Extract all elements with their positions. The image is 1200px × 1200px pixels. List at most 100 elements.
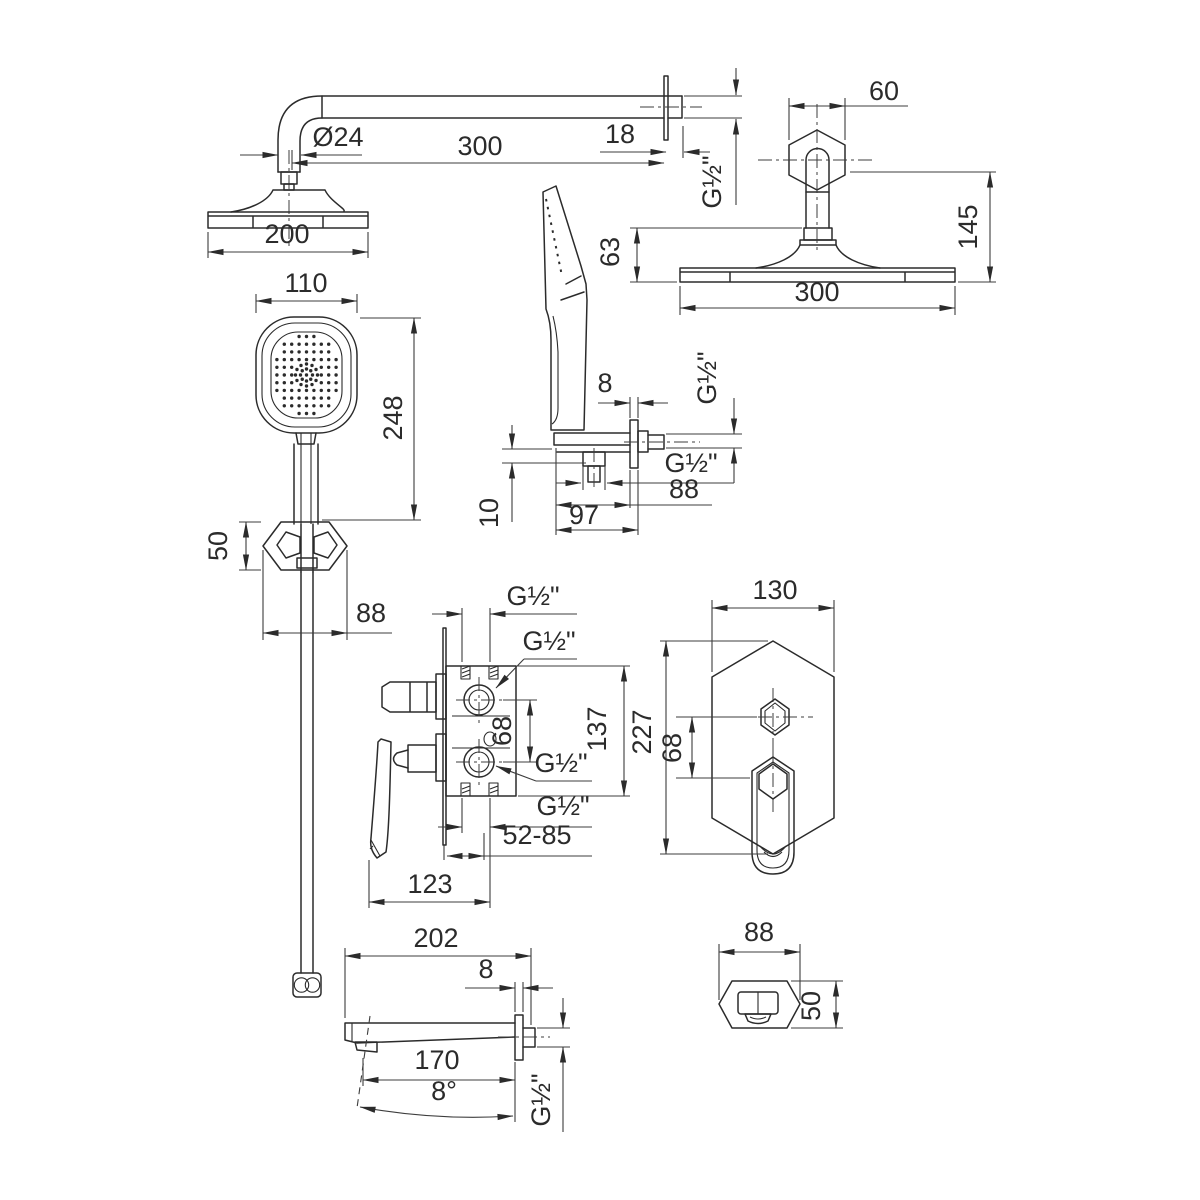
spray-hole [282,388,286,393]
dim-label-mix-g12-out: G½" [536,791,589,821]
spray-hole [327,350,331,354]
spray-hole [312,334,316,339]
spray-hole [299,382,303,387]
spray-hole [334,388,338,393]
dim-label-dia24: Ø24 [312,122,363,152]
spray-hole [319,357,323,362]
spray-hole [327,396,331,400]
spray-hole [290,373,294,377]
dim-label-head-200: 200 [264,219,309,249]
dim-label-hand-248: 248 [378,395,408,440]
spray-hole [327,404,331,408]
dim-label-outlet-50: 50 [796,991,826,1021]
spray-hole [327,357,331,362]
view-wall-outlet-front [718,944,843,1029]
spray-hole [275,381,279,385]
spray-hole [319,396,323,400]
dim-label-mix-g12-top: G½" [506,581,559,611]
view-hand-shower-front [239,294,421,998]
dim-label-spout-g12: G½" [526,1073,556,1126]
spray-hole [334,373,338,377]
dim-label-spout-170: 170 [414,1045,459,1075]
spray-hole [297,388,301,393]
spray-hole [297,350,301,354]
dim-label-plate-130: 130 [752,575,797,605]
dim-label-holder-8: 8 [597,368,612,398]
spray-hole [312,388,316,393]
dim-label-bracket-88: 88 [356,598,386,628]
spray-hole [290,357,294,362]
spray-hole [327,381,331,385]
thread-hatch [460,665,499,797]
dim-label-holder-g12-a: G½" [692,351,722,404]
spray-hole [300,377,304,381]
view-rain-shower-side [207,68,742,258]
spray-hole [290,342,294,346]
spray-hole [282,357,286,362]
dim-label-mix-g12-low: G½" [534,748,587,778]
spray-holes [275,334,338,416]
dim-label-front-300: 300 [794,277,839,307]
spray-hole [304,396,309,400]
dim-label-plate-227: 227 [627,709,657,754]
spray-hole [312,342,316,346]
spray-hole [290,365,294,369]
spray-hole [282,404,286,408]
dim-label-mix-137: 137 [582,706,612,751]
spray-hole [304,362,309,366]
spray-hole [319,350,323,354]
spray-hole [319,404,323,408]
spray-hole [309,369,313,373]
dim-label-front-63: 63 [595,237,625,267]
spray-hole [310,373,315,377]
spray-hole [327,342,331,346]
dim-label-holder-97: 97 [569,500,599,530]
spray-hole [304,367,309,371]
spray-hole [298,373,303,377]
spray-hole [299,363,303,368]
view-spout-side [344,948,570,1132]
spray-hole [319,373,323,377]
spray-hole [304,384,309,388]
dim-label-holder-88: 88 [669,474,699,504]
spray-hole [282,381,286,385]
spray-hole [310,382,314,387]
spray-hole [297,342,301,346]
spray-hole [334,381,338,385]
spray-hole [297,334,301,339]
spray-hole [319,342,323,346]
spray-hole [312,350,316,354]
spray-hole [290,350,294,354]
spray-hole [327,365,331,369]
dim-label-plate-68: 68 [657,733,687,763]
dim-label-holder-g12-b: G½" [664,448,717,478]
spray-hole [315,373,320,377]
spray-hole [327,388,331,393]
spray-hole [275,365,279,369]
spray-hole [290,388,294,393]
dim-label-hand-110: 110 [284,268,327,298]
spray-hole [282,396,286,400]
dim-label-mix-g12-up: G½" [522,626,575,656]
spray-hole [290,404,294,408]
spray-hole [312,357,316,362]
spray-hole [304,379,309,383]
spray-hole [310,363,314,368]
spray-hole [297,404,301,408]
spray-hole [293,373,298,377]
spray-hole [297,396,301,400]
spray-hole [304,411,309,416]
dim-label-arm-300: 300 [457,131,502,161]
spray-hole [319,381,323,385]
spray-hole [314,367,318,372]
dim-label-arm-g12: G½" [697,155,727,208]
spray-hole [300,369,304,373]
spray-hole [309,377,313,381]
dim-label-outlet-88: 88 [744,917,774,947]
spray-hole [295,367,299,372]
spray-hole [327,373,331,377]
spray-hole [282,342,286,346]
spray-hole [297,411,301,416]
spray-hole [304,357,309,362]
